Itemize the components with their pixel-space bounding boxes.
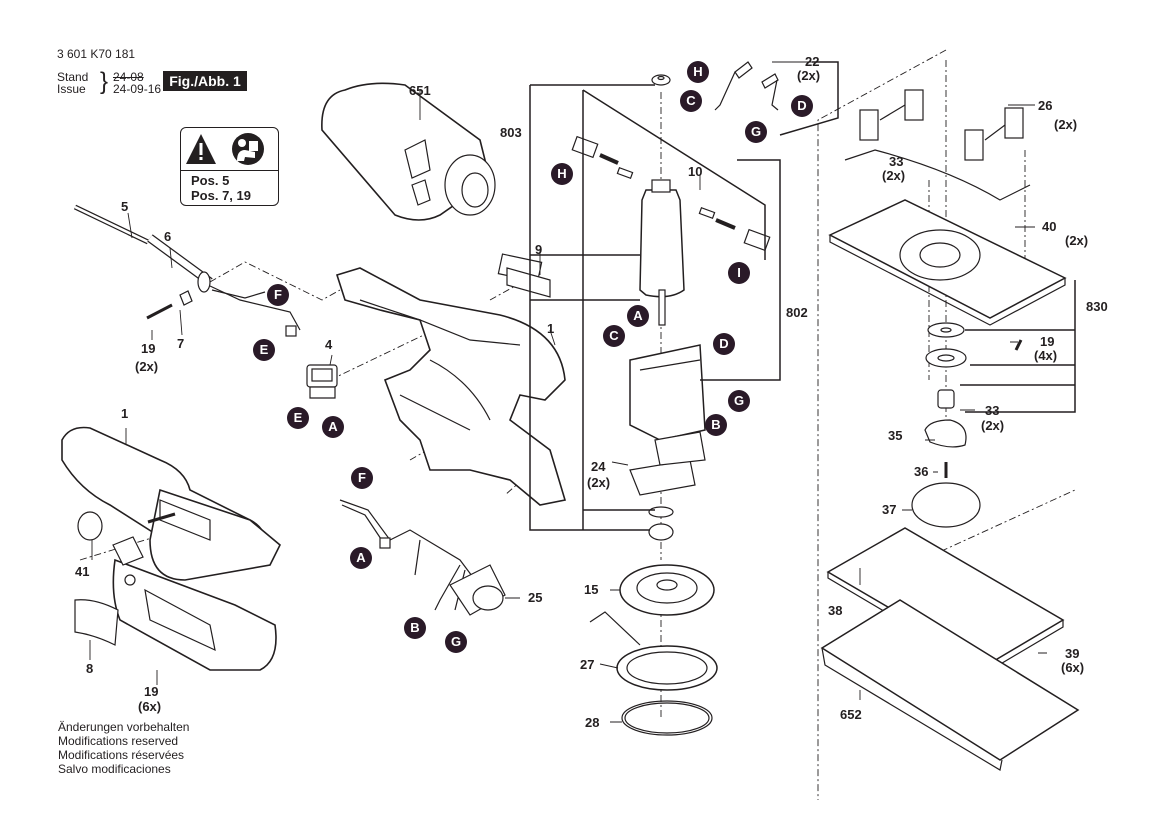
part-label-33b: 33 xyxy=(985,403,1000,418)
dust-ring-drawing xyxy=(589,611,718,736)
part-label-15: 15 xyxy=(584,582,599,597)
part-label-830: 830 xyxy=(1086,299,1108,314)
warning-line-2: Pos. 7, 19 xyxy=(191,188,251,203)
sanding-pad-drawing xyxy=(820,527,1080,771)
bracket-lines xyxy=(529,61,1076,531)
connector-badge-g: G xyxy=(445,631,467,653)
switch-drawing xyxy=(306,364,338,399)
part-label-35: 35 xyxy=(888,428,903,443)
part-label-41: 41 xyxy=(75,564,90,579)
issue-date: 24-09-16 xyxy=(113,82,162,96)
part-label-33a: 33 xyxy=(889,154,904,169)
part-label-24: 24 xyxy=(591,459,606,474)
connector-badge-e: E xyxy=(253,339,275,361)
part-label-38: 38 xyxy=(828,603,843,618)
footer-line-de: Änderungen vorbehalten xyxy=(58,720,190,734)
part-label-652: 652 xyxy=(840,707,862,722)
part-label-803: 803 xyxy=(500,125,522,140)
footer-line-es: Salvo modificaciones xyxy=(58,762,171,776)
connector-badge-a: A xyxy=(627,305,649,327)
warning-box: Pos. 5 Pos. 7, 19 xyxy=(180,127,279,206)
part-qty-33a: (2x) xyxy=(882,168,906,183)
connector-badge-e: E xyxy=(287,407,309,429)
part-label-10: 10 xyxy=(688,164,703,179)
connector-badge-c: C xyxy=(603,325,625,347)
connector-badge-b: B xyxy=(404,617,426,639)
connector-badge-g: G xyxy=(728,390,750,412)
connector-badge-d: D xyxy=(713,333,735,355)
connector-badge-g: G xyxy=(745,121,767,143)
part-qty-22: (2x) xyxy=(797,68,821,83)
part-label-25: 25 xyxy=(528,590,543,605)
part-label-26: 26 xyxy=(1038,98,1053,113)
part-label-4: 4 xyxy=(325,337,333,352)
issue-label: Issue xyxy=(57,82,86,96)
part-label-19a: 19 xyxy=(141,341,156,356)
connector-badge-i: I xyxy=(728,262,750,284)
connector-badge-d: D xyxy=(791,95,813,117)
power-cable-drawing xyxy=(73,204,301,337)
part-label-5: 5 xyxy=(121,199,129,214)
connector-badge-h: H xyxy=(687,61,709,83)
connector-badge-a: A xyxy=(322,416,344,438)
sander-assembled-drawing xyxy=(61,426,281,671)
old-date: 24-08 xyxy=(113,70,144,84)
connector-badge-c: C xyxy=(680,90,702,112)
part-label-6: 6 xyxy=(164,229,172,244)
motor-cover-drawing xyxy=(321,82,496,221)
part-label-39: 39 xyxy=(1065,646,1080,661)
part-qty-19a: (2x) xyxy=(135,359,159,374)
part-qty-33b: (2x) xyxy=(981,418,1005,433)
connector-badge-h: H xyxy=(551,163,573,185)
figure-label: Fig./Abb. 1 xyxy=(163,71,247,91)
stand-label: Stand xyxy=(57,70,89,84)
part-label-19b: 19 xyxy=(144,684,159,699)
part-label-9: 9 xyxy=(535,242,543,257)
leader-lines xyxy=(89,61,1047,723)
part-label-802: 802 xyxy=(786,305,808,320)
part-label-1-tool: 1 xyxy=(121,406,129,421)
connector-badge-a: A xyxy=(350,547,372,569)
part-qty-24: (2x) xyxy=(587,475,611,490)
warning-line-1: Pos. 5 xyxy=(191,173,230,188)
base-plate-drawing xyxy=(828,89,1067,326)
footer-line-en: Modifications reserved xyxy=(58,734,179,748)
part-label-37: 37 xyxy=(882,502,897,517)
part-label-22: 22 xyxy=(805,54,820,69)
wiring-harness-drawing xyxy=(339,499,506,616)
part-label-1-housing: 1 xyxy=(547,321,555,336)
part-label-8: 8 xyxy=(86,661,94,676)
part-number: 3 601 K70 181 xyxy=(57,47,136,61)
warning-triangle-icon xyxy=(186,134,216,164)
part-label-19c: 19 xyxy=(1040,334,1055,349)
connector-badge-f: F xyxy=(267,284,289,306)
footer-line-fr: Modifications réservées xyxy=(58,748,185,762)
part-qty-19c: (4x) xyxy=(1034,348,1058,363)
warning-icons xyxy=(186,133,264,165)
stator-drawing xyxy=(629,344,706,541)
read-manual-icon xyxy=(232,133,264,165)
armature-drawing xyxy=(571,61,779,326)
part-label-7: 7 xyxy=(177,336,185,351)
part-label-28: 28 xyxy=(585,715,600,730)
brace: } xyxy=(100,68,109,95)
part-label-36: 36 xyxy=(914,464,929,479)
part-qty-40: (2x) xyxy=(1065,233,1089,248)
part-qty-26: (2x) xyxy=(1054,117,1078,132)
part-qty-39: (6x) xyxy=(1061,660,1085,675)
part-label-651: 651 xyxy=(409,83,431,98)
connector-badge-f: F xyxy=(351,467,373,489)
part-label-40: 40 xyxy=(1042,219,1057,234)
connector-badge-b: B xyxy=(705,414,727,436)
part-qty-19b: (6x) xyxy=(138,699,162,714)
part-label-27: 27 xyxy=(580,657,595,672)
fan-drawing xyxy=(619,564,715,616)
bearing-stack-drawing xyxy=(911,322,1023,528)
